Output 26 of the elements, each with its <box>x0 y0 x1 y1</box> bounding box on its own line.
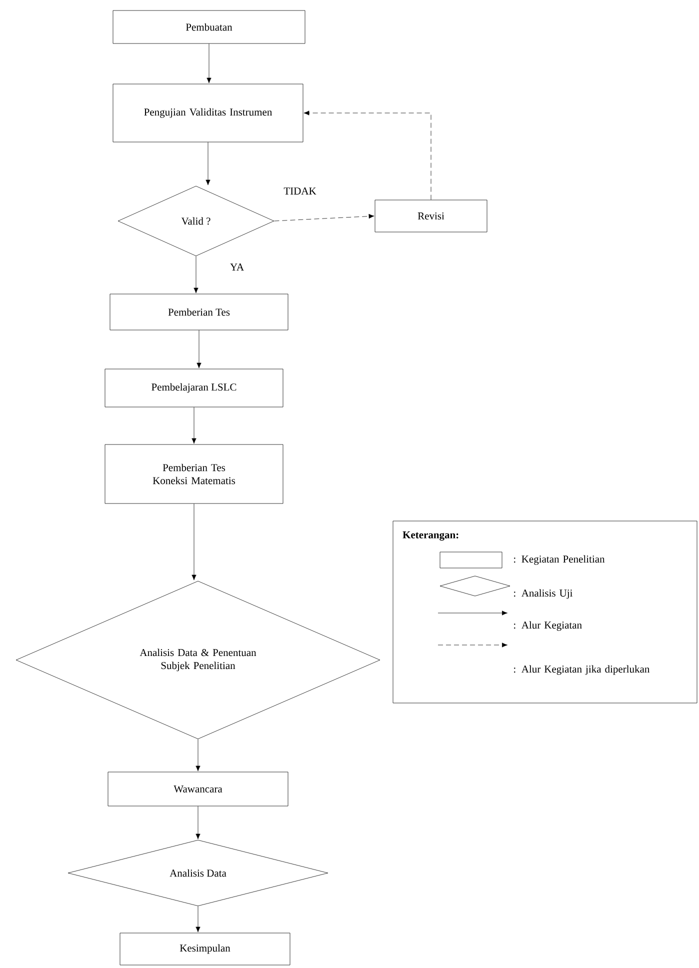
legend-text: : Analisis Uji <box>514 589 572 599</box>
arrow <box>206 44 212 84</box>
arrow <box>196 806 200 840</box>
arrow <box>196 906 200 932</box>
process-box: Pengujian Validitas Instrumen <box>112 84 304 142</box>
arrow <box>206 142 210 186</box>
arrow <box>192 504 196 580</box>
legend-text: : Alur Kegiatan <box>514 621 582 631</box>
process-box: Kesimpulan <box>120 932 290 966</box>
legend-text: : Alur Kegiatan jika diperlukan <box>514 665 650 675</box>
process-box: Pembuatan <box>112 10 306 44</box>
process-box: Wawancara <box>108 772 288 806</box>
process-box: Pemberian Tes Koneksi Matematis <box>104 444 284 504</box>
process-box: Revisi <box>374 200 488 232</box>
process-box: Pembelajaran LSLC <box>104 368 284 408</box>
legend-title: Keterangan: <box>402 531 458 541</box>
arrow <box>196 739 200 772</box>
arrow <box>192 407 196 444</box>
arrow <box>196 330 202 368</box>
process-box: Pemberian Tes <box>110 294 288 330</box>
arrow <box>304 110 432 200</box>
edge-label: YA <box>229 262 245 272</box>
arrow <box>274 214 374 222</box>
legend-text: : Kegiatan Penelitian <box>514 555 605 565</box>
arrow <box>194 256 198 294</box>
edge-label: TIDAK <box>282 186 318 196</box>
